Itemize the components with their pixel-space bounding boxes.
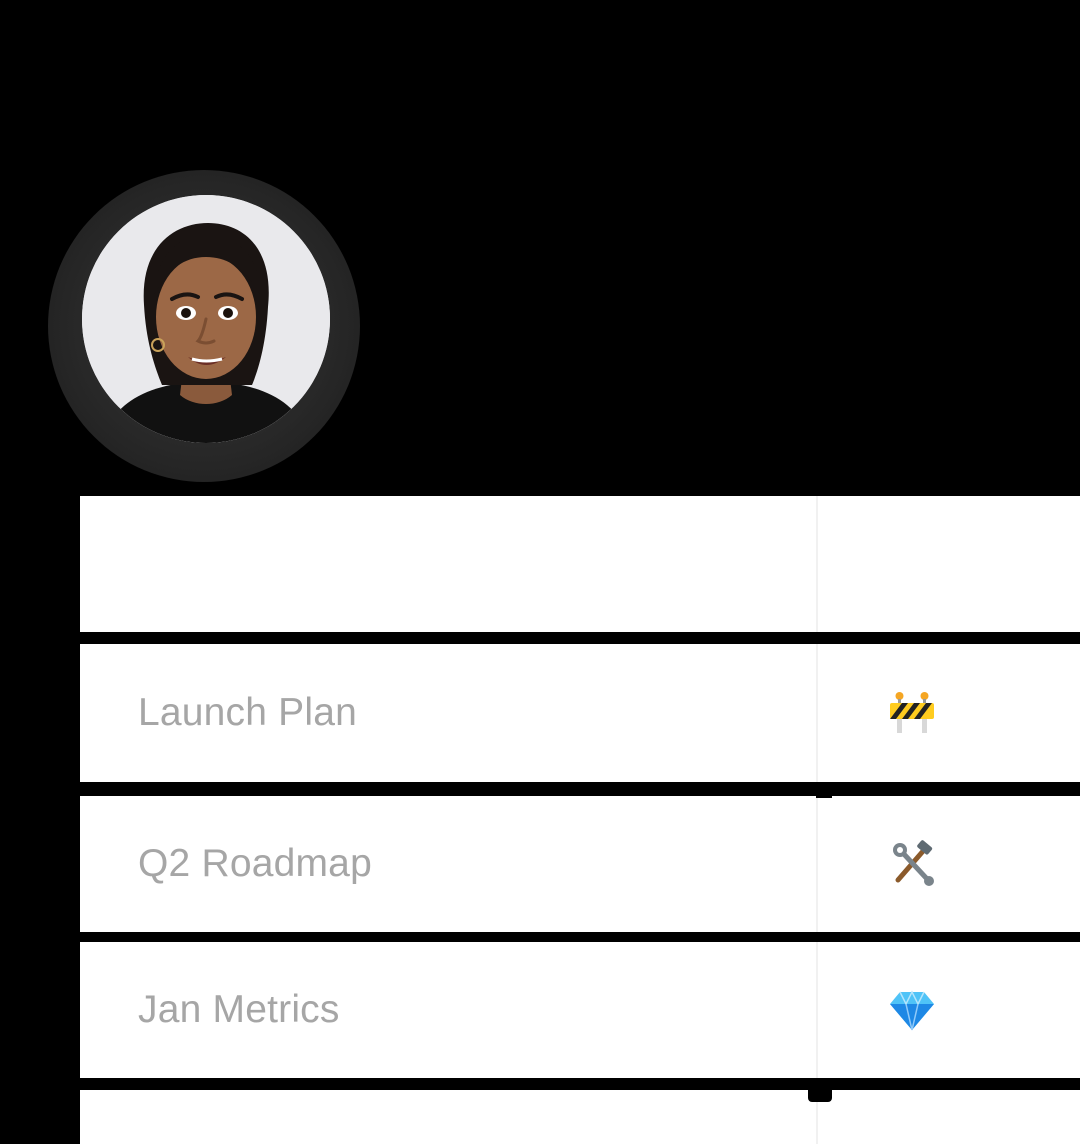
list-item[interactable]: Q2 Roadmap [80,796,1080,932]
list-header-row [80,496,1080,632]
column-divider [816,796,818,932]
divider-mark [808,1080,832,1102]
column-divider [816,644,818,782]
divider-mark [816,790,832,798]
list-item-title: Q2 Roadmap [138,842,372,885]
avatar-photo [82,195,330,443]
document-list: Launch Plan Q2 Roadmap [80,496,1080,1144]
column-divider [816,1090,818,1144]
list-item[interactable]: Launch Plan [80,644,1080,782]
column-divider [816,942,818,1078]
column-divider [816,496,818,632]
list-item[interactable]: Jan Metrics [80,942,1080,1078]
gem-stone-icon [888,986,936,1034]
hammer-and-wrench-icon [888,840,936,888]
construction-barrier-icon [888,689,936,737]
list-item[interactable] [80,1090,1080,1144]
list-item-title: Jan Metrics [138,988,340,1031]
list-item-title: Launch Plan [138,691,358,734]
avatar [82,195,330,443]
